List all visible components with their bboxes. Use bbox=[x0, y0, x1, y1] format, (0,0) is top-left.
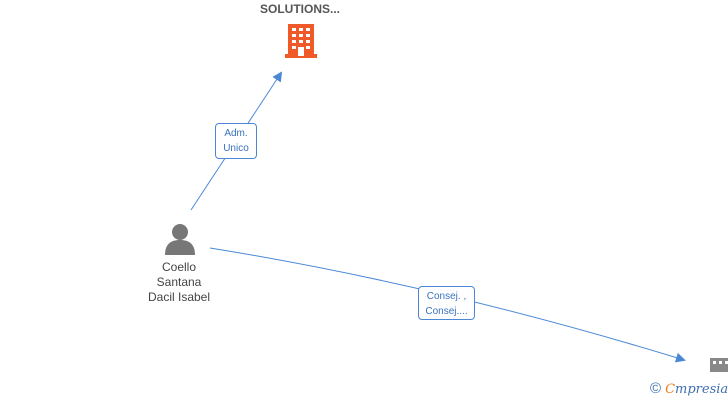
edge-label-consej[interactable]: Consej. , Consej.... bbox=[418, 286, 475, 320]
person-name-line3: Dacil Isabel bbox=[147, 290, 211, 304]
person-name[interactable]: Coello Santana Dacil Isabel bbox=[129, 260, 229, 305]
copyright-symbol: © bbox=[650, 380, 662, 397]
watermark: ©Cmpresia bbox=[650, 380, 728, 397]
company-name[interactable]: SOLUTIONS... bbox=[259, 2, 340, 16]
brand-initial: C bbox=[665, 382, 676, 397]
brand-name: mpresia bbox=[675, 382, 728, 397]
edge-label-consej-line2: Consej.... bbox=[425, 306, 468, 317]
edge-label-adm-line2: Unico bbox=[223, 143, 249, 154]
person-name-line2: Santana bbox=[156, 275, 202, 289]
building-icon[interactable] bbox=[285, 22, 317, 58]
edge-label-consej-line1: Consej. , bbox=[426, 291, 467, 302]
edge-label-adm-line1: Adm. bbox=[224, 128, 248, 139]
building-icon[interactable] bbox=[708, 358, 728, 372]
person-icon[interactable] bbox=[163, 223, 197, 255]
edge-label-adm[interactable]: Adm. Unico bbox=[215, 123, 257, 159]
person-name-line1: Coello bbox=[161, 260, 197, 274]
